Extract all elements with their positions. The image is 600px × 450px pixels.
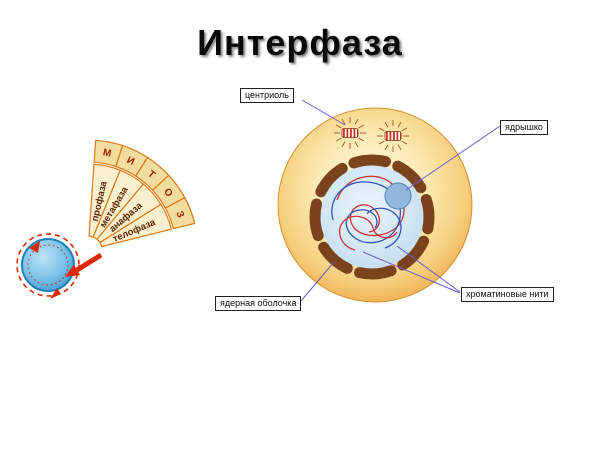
callout-lines (300, 99, 501, 302)
label-nucleolus: ядрышко (500, 120, 548, 135)
callout-line-chromatin-2 (362, 251, 461, 294)
cell-dotted-texture (27, 244, 69, 286)
callout-line-nucleolus (405, 125, 501, 191)
arc-letter-t: Т (145, 169, 157, 181)
mitosis-arc-band (93, 139, 196, 230)
label-centriole: центриоль (240, 88, 294, 103)
fan-to-cell-arrow (65, 252, 103, 277)
cell-body (21, 238, 75, 292)
page-title: Интерфаза (197, 22, 403, 63)
callout-line-chromatin-1 (396, 245, 461, 293)
callout-line-envelope (300, 261, 335, 302)
nuclear-envelope (309, 154, 435, 280)
arc-letter-m: М (102, 147, 112, 159)
cycle-arrowhead-bottom (50, 288, 61, 299)
nucleus (320, 165, 424, 269)
chromatin-red-2 (338, 215, 398, 251)
arc-letter-i: И (125, 155, 136, 168)
label-nuclear-envelope: ядерная оболочка (215, 296, 302, 311)
cycle-arrowhead-top (29, 241, 40, 253)
cycle-arrow-ring (16, 233, 80, 297)
callout-line-centriole (301, 99, 346, 126)
chromatin-red-1 (336, 175, 405, 237)
mitosis-fan (88, 163, 173, 248)
cell-cycle-diagram: М И Т О З профаза метафаза анафаза телоф… (15, 108, 205, 313)
chromatin-blue-2 (366, 207, 402, 249)
centriole-right (377, 120, 409, 152)
cell-cycle-svg: М И Т О З профаза метафаза анафаза телоф… (16, 139, 196, 299)
wedge-telophase (99, 203, 173, 248)
interphase-cell-small (16, 233, 80, 299)
interphase-cell-svg (277, 99, 501, 303)
arc-letter-z: З (173, 210, 186, 220)
label-chromatin-threads: хроматиновые нити (461, 287, 554, 302)
centriole-left (334, 117, 366, 149)
chromatin-threads (331, 175, 405, 251)
interphase-cell-diagram: центриоль ядрышко ядерная оболочка хрома… (205, 80, 590, 325)
nucleolus (384, 182, 412, 210)
